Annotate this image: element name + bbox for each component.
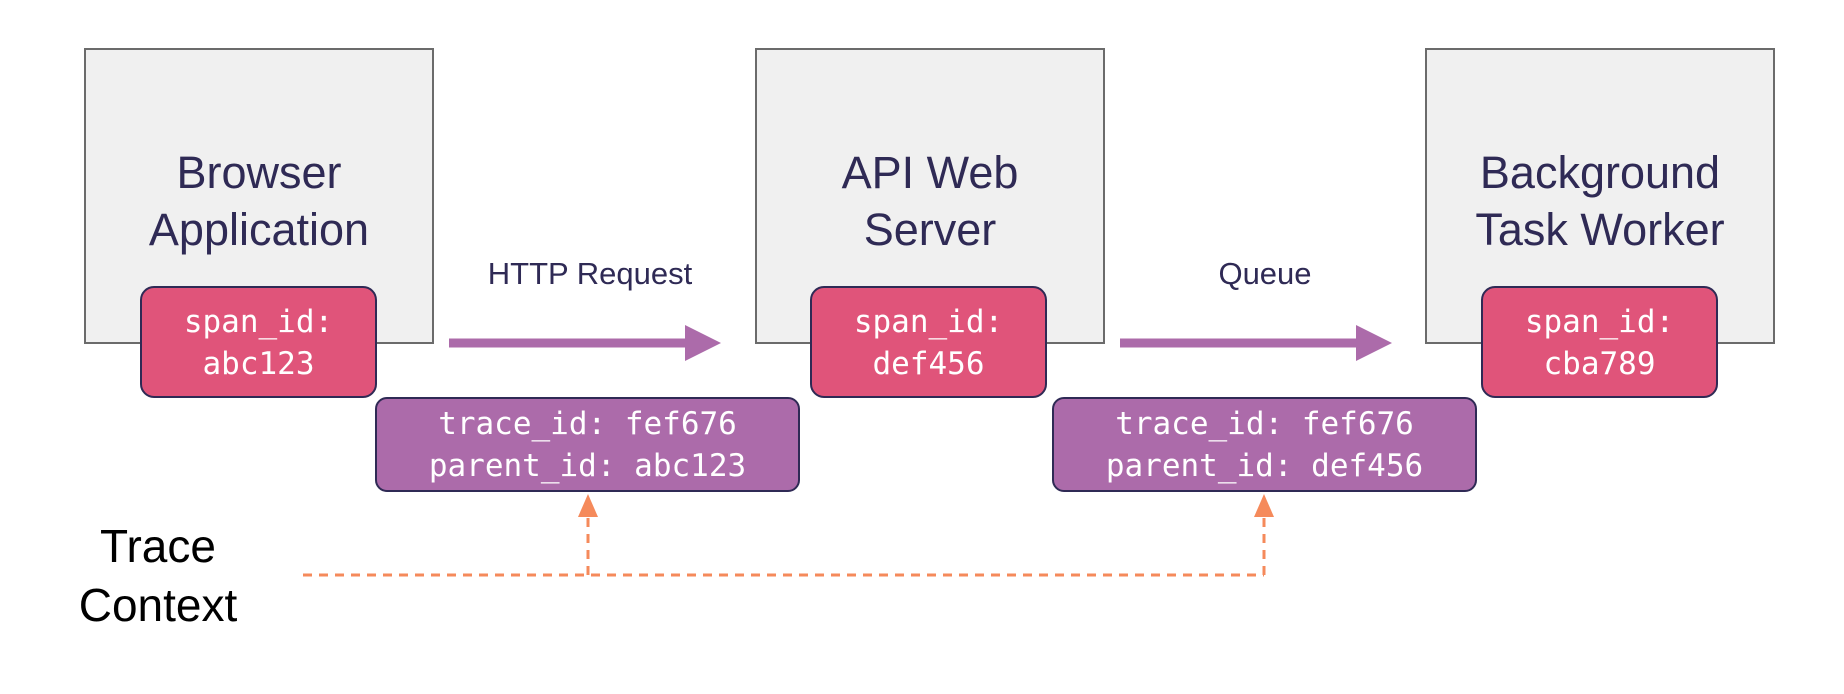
trace-context-arrowhead-1 (578, 494, 598, 517)
trace-context-label: Trace Context (78, 520, 238, 631)
trace-context-box-2: trace_id: fef676 parent_id: def456 (1052, 397, 1477, 492)
edge-label-http-request: HTTP Request (487, 256, 693, 291)
service-title-api: API Web Server (841, 147, 1019, 255)
trace-context-connector (303, 494, 1274, 577)
span-badge-browser: span_id: abc123 (140, 286, 377, 398)
span-badge-api: span_id: def456 (810, 286, 1047, 398)
span-badge-worker: span_id: cba789 (1481, 286, 1718, 398)
service-title-worker: Background Task Worker (1475, 147, 1725, 255)
trace-context-arrowhead-2 (1254, 494, 1274, 517)
service-title-browser: Browser Application (148, 147, 370, 255)
edge-label-queue: Queue (1218, 256, 1312, 291)
trace-context-box-1: trace_id: fef676 parent_id: abc123 (375, 397, 800, 492)
